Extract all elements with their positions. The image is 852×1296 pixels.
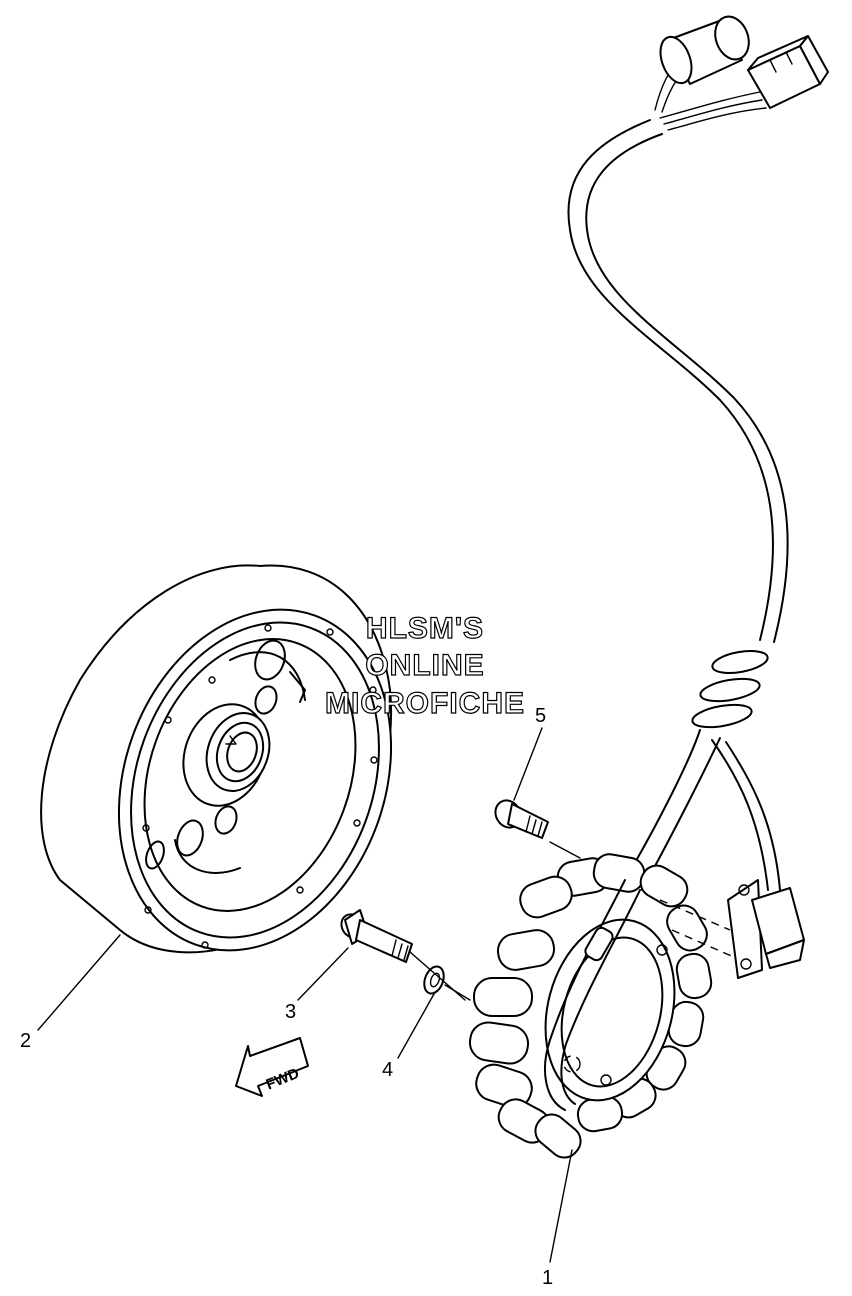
wire-harness [567, 59, 789, 891]
pan-screw [494, 799, 549, 839]
flywheel-rotor [40, 564, 393, 954]
callout-2: 2 [20, 1030, 31, 1052]
watermark-line-1: HLSM'S [366, 612, 484, 645]
cable-grommet [691, 650, 769, 729]
assembly-guides [409, 841, 737, 1001]
watermark-line-2: ONLINE [365, 649, 484, 682]
watermark-line-3: MICROFICHE [325, 687, 525, 720]
round-connector [659, 15, 750, 85]
callout-5: 5 [535, 705, 546, 727]
stator-assembly [468, 853, 713, 1159]
leader-lines [37, 727, 573, 1263]
coupler-connector [747, 35, 829, 109]
pickup-connector [727, 879, 805, 979]
rim-holes [142, 624, 378, 949]
callout-3: 3 [285, 1001, 296, 1023]
callout-4: 4 [382, 1059, 393, 1081]
watermark: HLSM'S ONLINE MICROFICHE [324, 611, 525, 720]
fwd-arrow: FWD [235, 1037, 309, 1097]
hex-bolt [340, 909, 413, 963]
washer [423, 965, 445, 995]
callout-1: 1 [542, 1267, 553, 1289]
